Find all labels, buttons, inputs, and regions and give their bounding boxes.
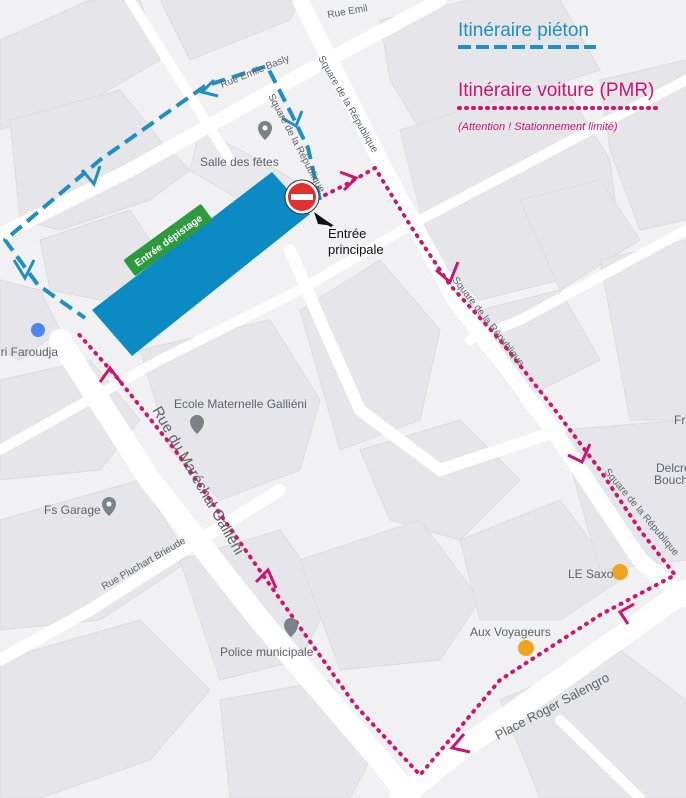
poi-faroudja[interactable]: kiri Faroudja: [0, 323, 58, 359]
car-arrow-icon: [449, 733, 471, 754]
location-pin-icon: [284, 618, 298, 637]
poi-delcre[interactable]: Delcre Bouche: [654, 461, 686, 487]
legend: Itinéraire piéton Itinéraire voiture (PM…: [457, 20, 662, 133]
poi-aux-voyageurs[interactable]: Aux Voyageurs: [470, 625, 551, 656]
entree-principale-label-2: principale: [328, 242, 384, 257]
poi-label: Aux Voyageurs: [470, 625, 551, 639]
car-route: [73, 166, 677, 777]
car-arrow-icon: [98, 365, 124, 385]
car-arrow-icon: [567, 443, 592, 465]
walk-arrow-icon: [199, 78, 219, 98]
legend-car-title: Itinéraire voiture (PMR): [458, 80, 654, 101]
walk-arrow-icon: [80, 165, 102, 187]
car-arrow-icon: [435, 261, 460, 285]
shopping-icon: [31, 323, 45, 337]
poi-label: Delcre: [656, 461, 686, 475]
poi-label: LE Saxo: [568, 567, 614, 581]
car-arrow-icon: [254, 567, 278, 589]
poi-label: Police municipale: [220, 645, 314, 659]
poi-police[interactable]: Police municipale: [220, 618, 314, 659]
legend-car-note: (Attention ! Stationnement limité): [458, 121, 618, 133]
depistage-area: [92, 172, 310, 356]
school-icon: [190, 415, 204, 434]
car-arrow-icon: [339, 170, 359, 192]
poi-label: Ecole Maternelle Galliéni: [174, 397, 307, 411]
poi-label: Fs Garage: [44, 503, 101, 517]
no-entry-sign-icon: [284, 179, 320, 215]
legend-walk-title: Itinéraire piéton: [458, 20, 589, 41]
walk-arrow-icon: [281, 110, 304, 129]
poi-label: Salle des fêtes: [200, 155, 279, 169]
poi-sublabel: Bouche: [654, 473, 686, 487]
car-arrow-icon: [617, 602, 635, 625]
cocktail-icon: [612, 564, 628, 580]
poi-ecole[interactable]: Ecole Maternelle Galliéni: [174, 397, 307, 434]
poi-label-fr: Fr: [674, 413, 685, 427]
poi-le-saxo[interactable]: LE Saxo: [568, 564, 628, 581]
cocktail-icon: [518, 640, 534, 656]
poi-label: kiri Faroudja: [0, 345, 58, 359]
poi-fs-garage[interactable]: Fs Garage: [44, 497, 116, 517]
poi-salle-des-fetes[interactable]: Salle des fêtes: [200, 121, 279, 169]
walk-arrow-icon: [12, 259, 36, 282]
pedestrian-route: [3, 64, 322, 320]
entree-principale-label-1: Entrée: [328, 226, 366, 241]
